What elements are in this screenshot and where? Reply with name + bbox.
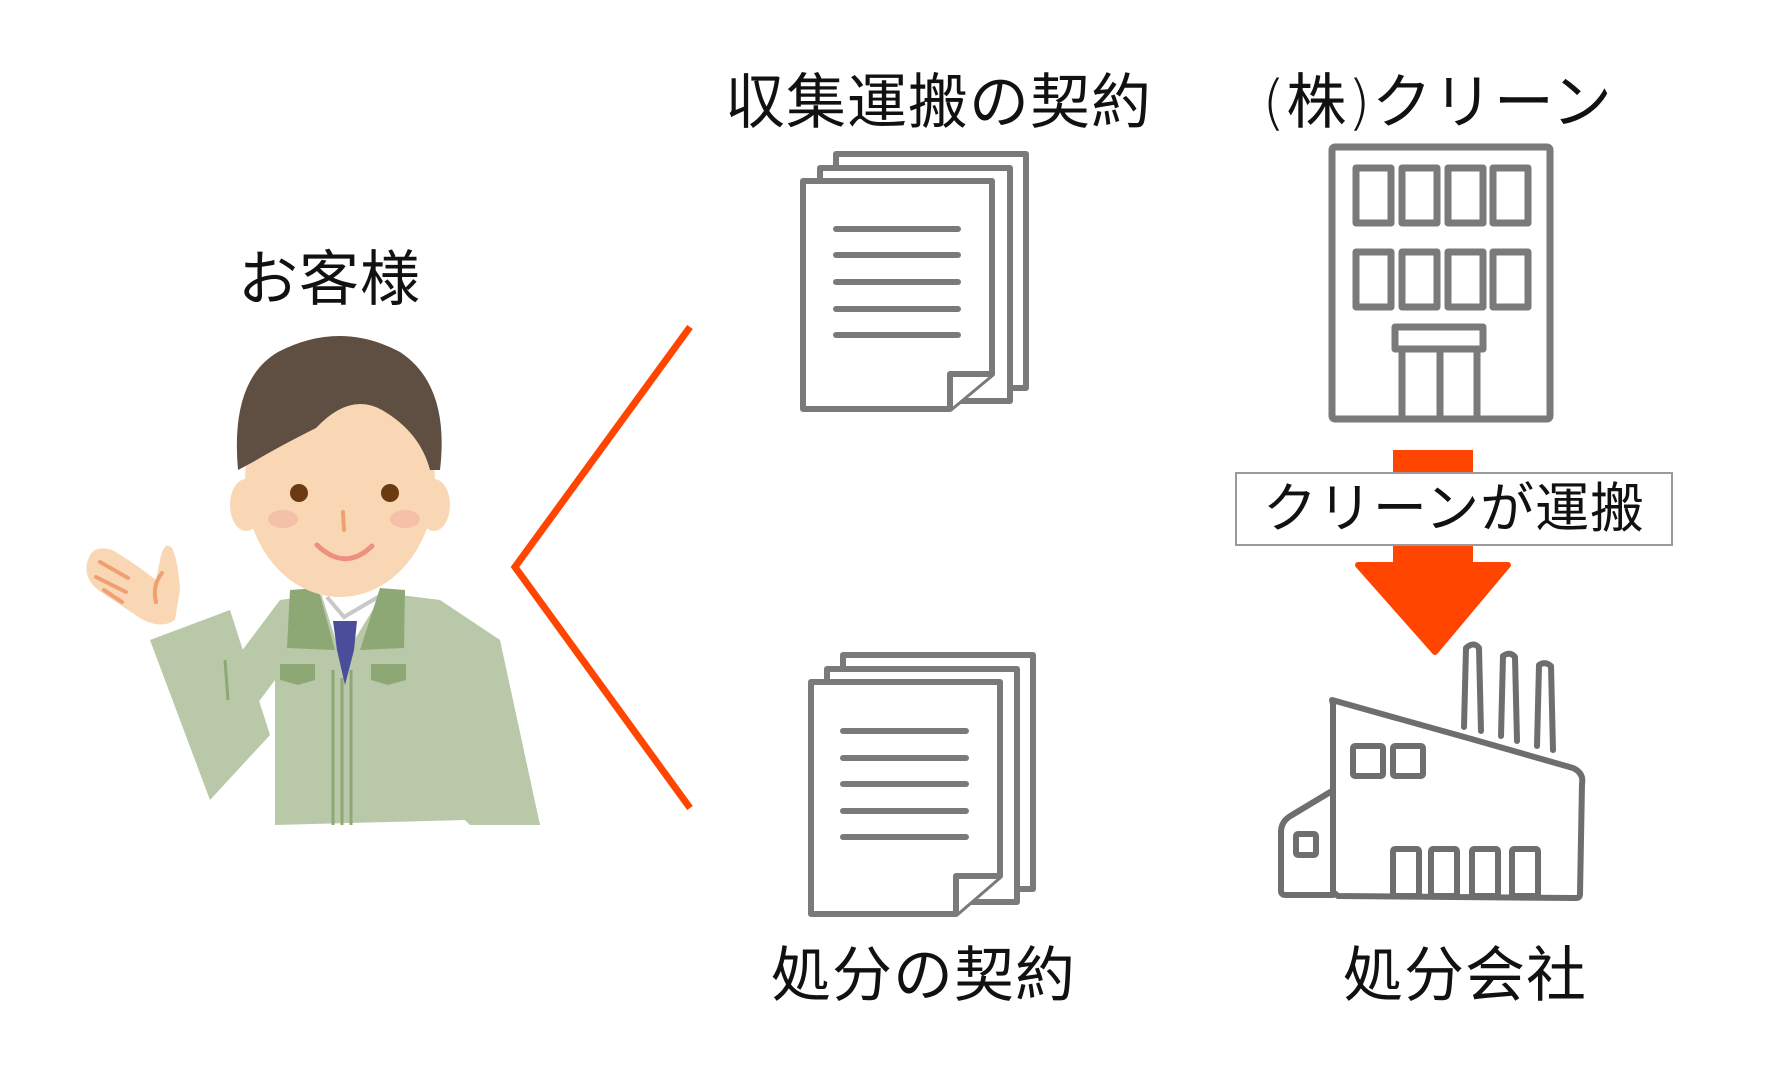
transport-company-label: (株)クリーン — [1262, 68, 1613, 138]
collection-contract-label: 収集運搬の契約 — [725, 68, 1152, 138]
transport-action-label: クリーンが運搬 — [1235, 472, 1673, 546]
disposal-contract-label: 処分の契約 — [771, 941, 1076, 1011]
customer-label: お客様 — [238, 245, 421, 315]
face-icon — [230, 336, 450, 597]
disposal-company-label: 処分会社 — [1343, 941, 1587, 1011]
